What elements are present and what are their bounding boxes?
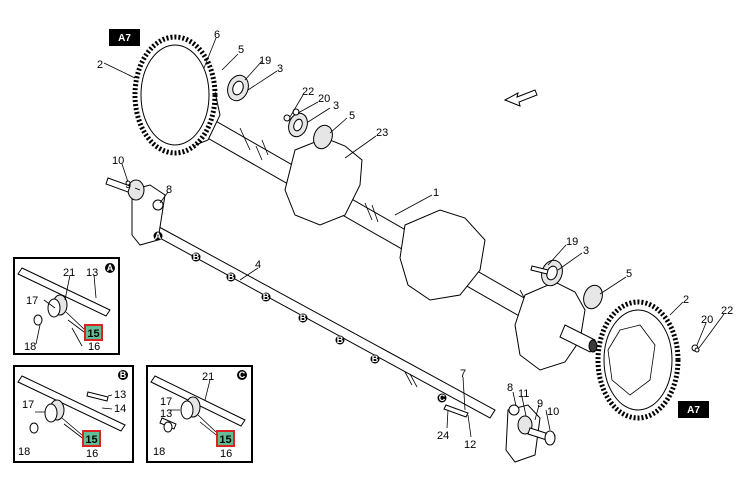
svg-text:B: B <box>263 292 270 302</box>
callout-5-top: 5 <box>238 44 244 56</box>
svg-text:15: 15 <box>87 328 99 340</box>
highlight-15-c <box>216 430 235 447</box>
bearing-top-2 <box>288 112 308 138</box>
svg-text:14: 14 <box>114 403 126 415</box>
callout-19-right: 19 <box>566 236 578 248</box>
svg-text:13: 13 <box>114 389 126 401</box>
callout-7: 7 <box>460 368 466 380</box>
svg-text:17: 17 <box>160 396 172 408</box>
bearing-right-2 <box>583 284 603 310</box>
svg-text:B: B <box>337 335 344 345</box>
callout-11: 11 <box>518 388 529 400</box>
inset-b: B 13 14 17 18 15 16 <box>13 365 134 463</box>
badge-b-5: B <box>335 335 345 345</box>
svg-text:13: 13 <box>160 408 172 420</box>
svg-text:A: A <box>107 263 114 273</box>
bracket-right <box>505 404 556 463</box>
bolt-19-right <box>530 265 549 275</box>
tag-a7-bottom: A7 <box>678 401 709 418</box>
svg-text:18: 18 <box>24 341 36 353</box>
highlight-15-a <box>84 324 103 341</box>
callout-20-top: 20 <box>318 93 330 105</box>
bearing-top-1 <box>227 74 249 102</box>
callout-9-right: 9 <box>537 398 543 410</box>
nut-22-right <box>694 347 700 353</box>
callout-23: 23 <box>376 127 388 139</box>
callout-3-right: 3 <box>583 245 589 257</box>
badge-a: A <box>153 231 163 241</box>
callout-2-left: 2 <box>97 59 103 71</box>
direction-arrow-icon <box>503 89 538 107</box>
drum-disk-4 <box>514 281 586 371</box>
callout-5-right: 5 <box>626 268 632 280</box>
callout-8-left: 8 <box>166 184 172 196</box>
badge-b-1: B <box>191 252 201 262</box>
callout-4: 4 <box>255 259 261 271</box>
bearing-right-1 <box>541 259 563 287</box>
callout-10-right: 10 <box>547 406 559 418</box>
callout-6: 6 <box>214 29 220 41</box>
sprocket-right <box>595 299 681 421</box>
svg-text:B: B <box>193 252 200 262</box>
svg-text:16: 16 <box>220 448 232 460</box>
svg-text:16: 16 <box>86 448 98 460</box>
svg-text:17: 17 <box>26 295 38 307</box>
sprocket-left <box>132 34 218 156</box>
svg-text:B: B <box>300 313 307 323</box>
svg-text:B: B <box>372 354 379 364</box>
badge-c: C <box>437 393 447 403</box>
callout-3-mid: 3 <box>333 100 339 112</box>
svg-text:C: C <box>439 393 446 403</box>
hub-right <box>559 324 598 353</box>
drum-disk-2 <box>284 137 363 226</box>
bearing-top-3 <box>313 124 333 150</box>
callout-22-right: 22 <box>721 305 733 317</box>
highlight-15-b <box>82 430 101 447</box>
callout-3-top: 3 <box>277 63 283 75</box>
svg-text:13: 13 <box>86 267 98 279</box>
leader-lines <box>103 37 725 438</box>
nut-22-top <box>283 114 291 122</box>
svg-text:C: C <box>239 370 246 380</box>
svg-text:A7: A7 <box>118 33 131 44</box>
svg-text:21: 21 <box>63 267 75 279</box>
callout-5-mid: 5 <box>349 110 355 122</box>
pin-24 <box>443 404 469 418</box>
svg-text:A7: A7 <box>687 405 700 416</box>
svg-text:A: A <box>155 231 162 241</box>
callout-8-right: 8 <box>507 382 513 394</box>
callout-2-right: 2 <box>683 294 689 306</box>
callout-24: 24 <box>437 430 449 442</box>
badge-b-6: B <box>370 354 380 364</box>
callout-12: 12 <box>464 439 476 451</box>
svg-text:16: 16 <box>88 341 100 353</box>
svg-text:B: B <box>228 272 235 282</box>
drum-disk-3 <box>399 209 486 301</box>
svg-text:18: 18 <box>18 446 30 458</box>
badge-b-4: B <box>298 313 308 323</box>
callout-10-left: 10 <box>112 155 124 167</box>
svg-text:17: 17 <box>22 399 34 411</box>
svg-text:B: B <box>120 370 127 380</box>
svg-text:15: 15 <box>85 434 97 446</box>
inset-a: A 21 13 17 18 15 16 <box>13 257 120 355</box>
callout-22-top: 22 <box>302 86 314 98</box>
callout-19-top: 19 <box>259 55 271 67</box>
callout-1: 1 <box>433 187 439 199</box>
bracket-left <box>105 177 166 246</box>
callout-9-left: 9 <box>125 179 131 191</box>
tag-a7-top: A7 <box>109 29 140 46</box>
svg-text:21: 21 <box>202 371 214 383</box>
inset-c: C 21 17 13 18 15 16 <box>146 365 253 463</box>
svg-text:15: 15 <box>219 434 231 446</box>
svg-text:18: 18 <box>153 446 165 458</box>
callout-20-right: 20 <box>701 314 713 326</box>
badge-b-2: B <box>226 272 236 282</box>
badge-b-3: B <box>261 292 271 302</box>
